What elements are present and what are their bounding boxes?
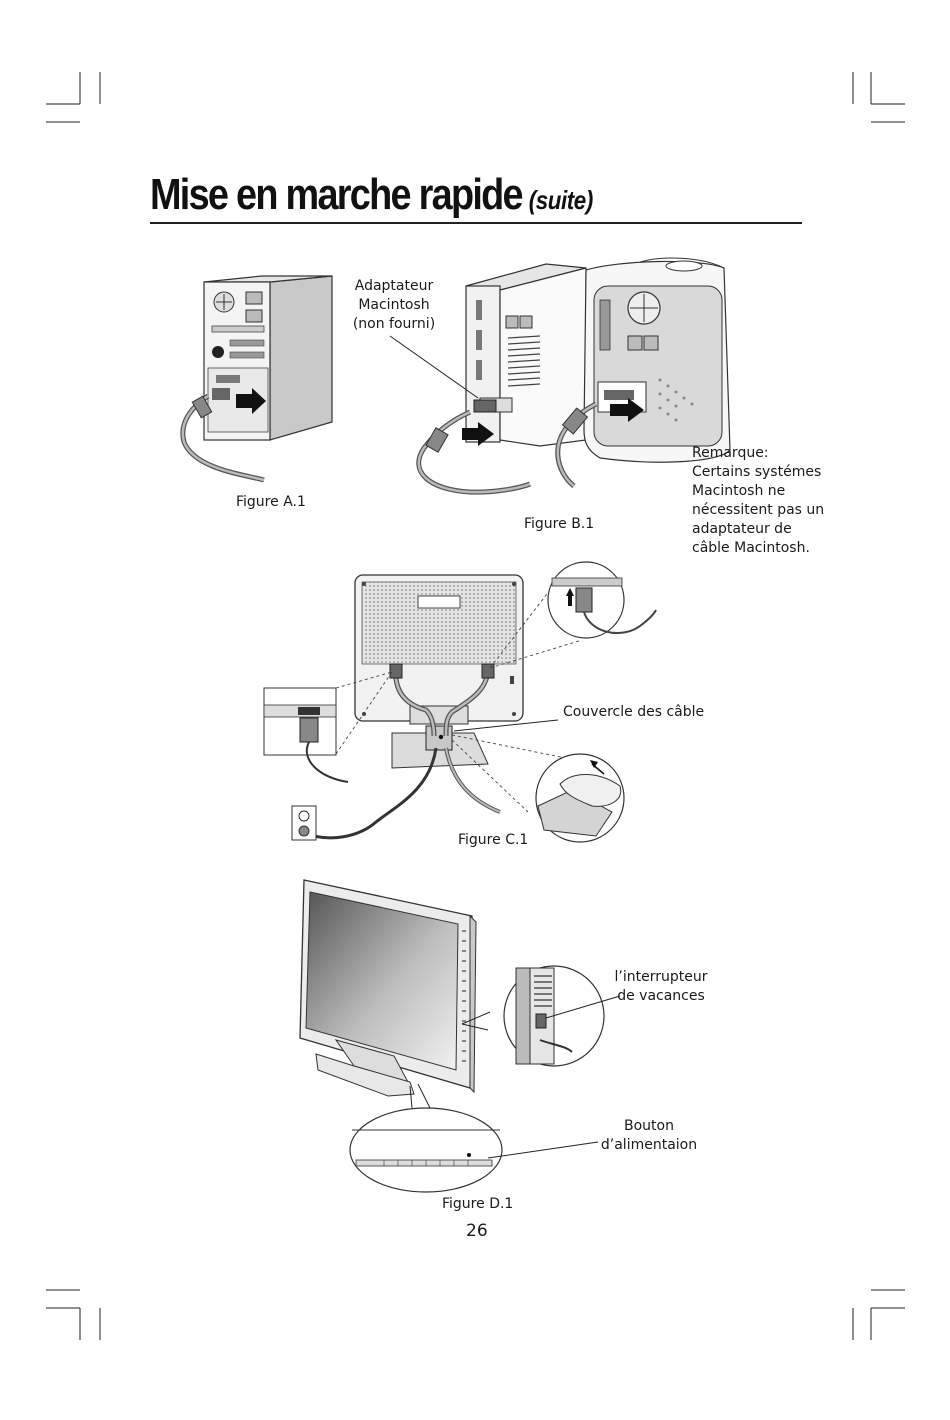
note-line: adaptateur de xyxy=(692,521,792,537)
page-title-text: Mise en marche rapide xyxy=(150,170,524,219)
figure-b-caption: Figure B.1 xyxy=(524,516,595,532)
adapter-label-line: Adaptateur xyxy=(354,278,434,294)
page-number: 26 xyxy=(466,1221,488,1241)
adapter-label-line: Macintosh xyxy=(358,297,430,313)
power-button-label-line: Bouton xyxy=(624,1118,674,1134)
title-rule xyxy=(150,222,802,224)
note-line: Macintosh ne xyxy=(692,483,786,499)
note-line: nécessitent pas un xyxy=(692,502,825,518)
vacation-switch-label-line: l’interrupteur xyxy=(614,969,708,985)
figure-c-caption: Figure C.1 xyxy=(458,832,529,848)
page-title: Mise en marche rapide(suite) xyxy=(150,170,593,220)
note-line: Certains systémes xyxy=(692,464,822,480)
adapter-label-line: (non fourni) xyxy=(352,316,436,332)
cable-cover-label: Couvercle des câble xyxy=(563,704,705,720)
vacation-switch-label-line: de vacances xyxy=(617,988,705,1004)
figure-d-caption: Figure D.1 xyxy=(442,1196,514,1212)
vacation-switch-label: l’interrupteur de vacances xyxy=(606,968,716,1006)
power-button-label-line: d’alimentaion xyxy=(600,1137,698,1153)
page-title-suffix: (suite) xyxy=(528,185,593,215)
macintosh-note: Remarque: Certains systémes Macintosh ne… xyxy=(692,444,824,558)
figure-a-caption: Figure A.1 xyxy=(236,494,306,510)
note-line: câble Macintosh. xyxy=(692,540,810,556)
power-button-label: Bouton d’alimentaion xyxy=(596,1117,702,1155)
note-line: Remarque: xyxy=(692,445,769,461)
adapter-label: Adaptateur Macintosh (non fourni) xyxy=(342,277,446,334)
